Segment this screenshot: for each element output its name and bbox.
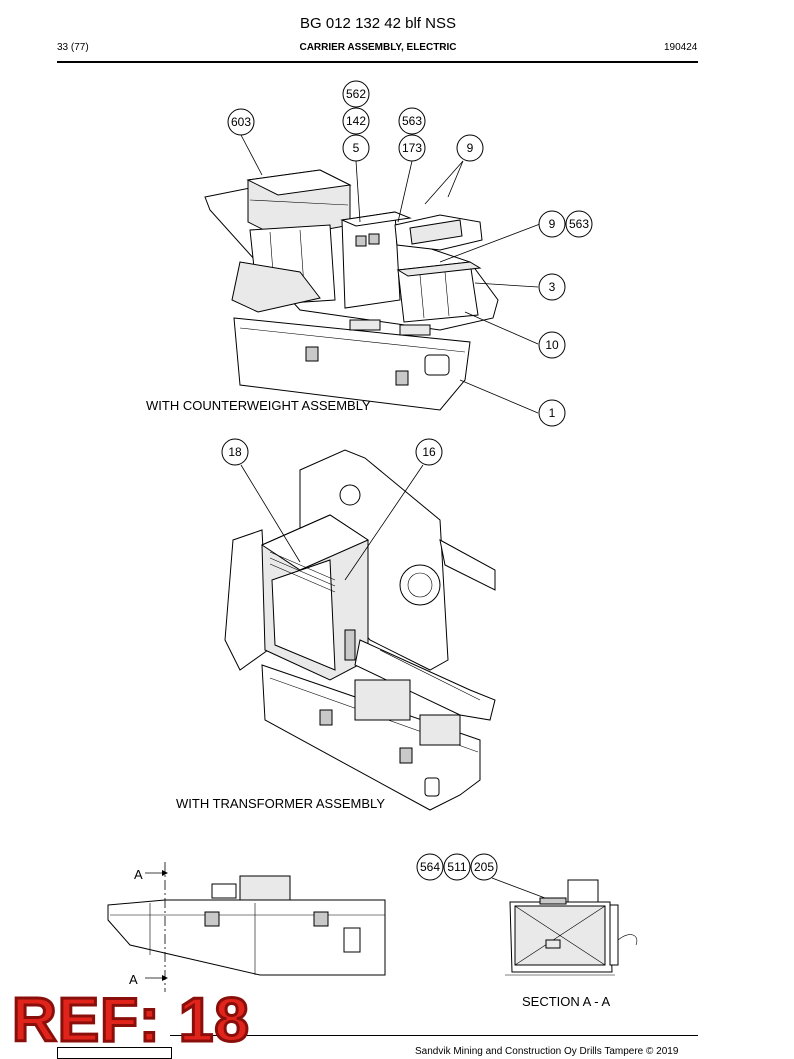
callout-16: 16 — [415, 438, 443, 466]
callout-205: 205 — [470, 853, 498, 881]
copyright-notice: Sandvik Mining and Construction Oy Drill… — [415, 1046, 679, 1057]
section-marker-a-bottom: A — [129, 972, 138, 987]
callout-173: 173 — [398, 134, 426, 162]
section-caption: SECTION A - A — [522, 994, 611, 1009]
callout-10: 10 — [538, 331, 566, 359]
svg-text:10: 10 — [545, 338, 559, 352]
svg-text:603: 603 — [231, 115, 251, 129]
svg-text:1: 1 — [549, 406, 556, 420]
svg-text:562: 562 — [346, 87, 366, 101]
header-rule — [57, 61, 698, 63]
svg-text:563: 563 — [402, 114, 422, 128]
callout-9-right: 9 — [538, 210, 566, 238]
svg-text:142: 142 — [346, 114, 366, 128]
transformer-assembly-view: 18 16 — [221, 438, 496, 811]
side-view: A A — [107, 862, 386, 992]
section-marker-a-top: A — [134, 867, 143, 882]
counterweight-caption: WITH COUNTERWEIGHT ASSEMBLY — [146, 398, 371, 413]
svg-text:564: 564 — [420, 860, 440, 874]
document-title: BG 012 132 42 blf NSS — [300, 15, 456, 32]
callout-563: 563 — [398, 107, 426, 135]
callout-3: 3 — [538, 273, 566, 301]
callout-603: 603 — [227, 108, 255, 136]
callout-564: 564 — [416, 853, 444, 881]
svg-text:18: 18 — [228, 445, 242, 459]
callout-5: 5 — [342, 134, 370, 162]
counterweight-assembly-view: 562 603 142 563 5 173 9 9 563 3 10 — [204, 80, 593, 427]
transformer-caption: WITH TRANSFORMER ASSEMBLY — [176, 796, 385, 811]
svg-text:16: 16 — [422, 445, 436, 459]
ref-stamp: REF: 18 — [11, 985, 251, 1057]
svg-text:3: 3 — [549, 280, 556, 294]
svg-text:563: 563 — [569, 217, 589, 231]
footer-rule — [170, 1035, 698, 1036]
callout-18: 18 — [221, 438, 249, 466]
svg-text:511: 511 — [447, 860, 466, 874]
callout-563-right: 563 — [565, 210, 593, 238]
section-a-a-view: 564 511 205 — [416, 853, 638, 976]
svg-text:205: 205 — [474, 860, 494, 874]
callout-142: 142 — [342, 107, 370, 135]
callout-9: 9 — [456, 134, 484, 162]
callout-511: 511 — [443, 853, 471, 881]
page-number: 33 (77) — [57, 42, 89, 53]
callout-1: 1 — [538, 399, 566, 427]
date-code: 190424 — [664, 42, 698, 53]
svg-text:9: 9 — [549, 217, 556, 231]
svg-text:5: 5 — [353, 141, 360, 155]
svg-text:9: 9 — [467, 141, 474, 155]
section-title: CARRIER ASSEMBLY, ELECTRIC — [299, 42, 457, 53]
callout-562: 562 — [342, 80, 370, 108]
svg-text:173: 173 — [402, 141, 422, 155]
